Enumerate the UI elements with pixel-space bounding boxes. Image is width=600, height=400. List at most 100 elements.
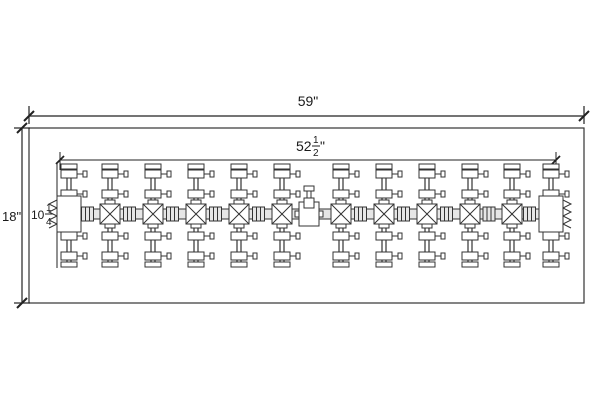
branch-cap <box>209 170 215 178</box>
branch-tab <box>187 169 205 179</box>
branch-tab <box>144 189 162 199</box>
branch-tab <box>418 169 436 179</box>
burner-length-numerator: 1 <box>313 135 319 146</box>
branch-cap <box>440 190 446 198</box>
manifold-coupling <box>123 206 136 222</box>
branch-tab <box>375 251 393 261</box>
branch-tab <box>332 251 350 261</box>
burner-width-label: 10 1 4 <box>30 201 58 229</box>
branch-cap <box>295 190 301 198</box>
branch-tab <box>461 231 479 241</box>
branch-cap <box>483 232 489 240</box>
branch-tab <box>60 169 78 179</box>
manifold-coupling <box>81 206 94 222</box>
branch-tab <box>418 231 436 241</box>
branch-cap <box>166 252 172 260</box>
branch-cap <box>397 232 403 240</box>
branch-cap <box>564 232 570 240</box>
branch-tab <box>332 231 350 241</box>
branch-cap <box>397 252 403 260</box>
branch-tab <box>503 231 521 241</box>
end-valve-zigzag <box>47 199 59 229</box>
branch-tab <box>230 251 248 261</box>
branch-tab <box>273 251 291 261</box>
center-inlet-cap <box>303 185 315 192</box>
branch-tab <box>60 231 78 241</box>
burner-assembly <box>47 163 573 268</box>
tree-cap-top <box>273 163 291 170</box>
branch-tab <box>144 251 162 261</box>
tree-cap-top <box>503 163 521 170</box>
branch-cap <box>483 190 489 198</box>
branch-tab <box>503 169 521 179</box>
tree-cap-top <box>144 163 162 170</box>
manifold-coupling <box>354 206 367 222</box>
junction-cross <box>330 203 352 225</box>
branch-tab <box>332 169 350 179</box>
tree-cap-bottom <box>187 261 205 268</box>
branch-cap <box>82 190 88 198</box>
manifold-coupling <box>166 206 179 222</box>
branch-tab <box>273 169 291 179</box>
burner-width-denominator: 4 <box>46 217 52 228</box>
tree-cap-top <box>101 163 119 170</box>
branch-tab <box>332 189 350 199</box>
tree-cap-bottom <box>144 261 162 268</box>
manifold-coupling <box>252 206 265 222</box>
tree-cap-bottom <box>503 261 521 268</box>
branch-cap <box>209 232 215 240</box>
branch-tab <box>101 231 119 241</box>
tree-cap-top <box>542 163 560 170</box>
branch-cap <box>166 170 172 178</box>
branch-cap <box>123 170 129 178</box>
junction-cross <box>501 203 523 225</box>
branch-cap <box>166 232 172 240</box>
branch-tab <box>144 231 162 241</box>
branch-cap <box>123 190 129 198</box>
tree-cap-bottom <box>101 261 119 268</box>
branch-cap <box>397 190 403 198</box>
branch-tab <box>461 251 479 261</box>
branch-cap <box>82 252 88 260</box>
junction-cross <box>373 203 395 225</box>
branch-tab <box>461 189 479 199</box>
burner-length-denominator: 2 <box>313 148 319 159</box>
branch-cap <box>525 232 531 240</box>
overall-width-label: 59" <box>298 93 319 109</box>
branch-tab <box>542 251 560 261</box>
tree-cap-top <box>375 163 393 170</box>
burner-length-whole: 52 <box>296 138 312 154</box>
tree-cap-bottom <box>230 261 248 268</box>
junction-cross <box>185 203 207 225</box>
end-bracket <box>56 195 82 233</box>
tree-cap-top <box>230 163 248 170</box>
tree-cap-bottom <box>461 261 479 268</box>
manifold-coupling <box>397 206 410 222</box>
manifold-coupling <box>440 206 453 222</box>
overall-depth-label: 18" <box>2 209 21 224</box>
tree-cap-top <box>418 163 436 170</box>
tree-cap-bottom <box>375 261 393 268</box>
manifold-coupling <box>482 206 496 222</box>
junction-cross <box>142 203 164 225</box>
branch-tab <box>101 169 119 179</box>
branch-cap <box>295 252 301 260</box>
branch-cap <box>123 252 129 260</box>
branch-cap <box>440 170 446 178</box>
branch-tab <box>461 169 479 179</box>
branch-cap <box>252 252 258 260</box>
branch-cap <box>483 170 489 178</box>
manifold-coupling <box>209 206 222 222</box>
tree-cap-bottom <box>332 261 350 268</box>
branch-tab <box>60 251 78 261</box>
burner-width-whole: 10 <box>31 208 45 222</box>
branch-cap <box>295 170 301 178</box>
branch-cap <box>525 252 531 260</box>
branch-cap <box>440 232 446 240</box>
tree-cap-bottom <box>542 261 560 268</box>
burner-width-numerator: 1 <box>46 203 52 214</box>
branch-cap <box>564 252 570 260</box>
overall-width-dimension <box>23 106 590 124</box>
manifold-coupling <box>523 206 536 222</box>
branch-tab <box>375 231 393 241</box>
